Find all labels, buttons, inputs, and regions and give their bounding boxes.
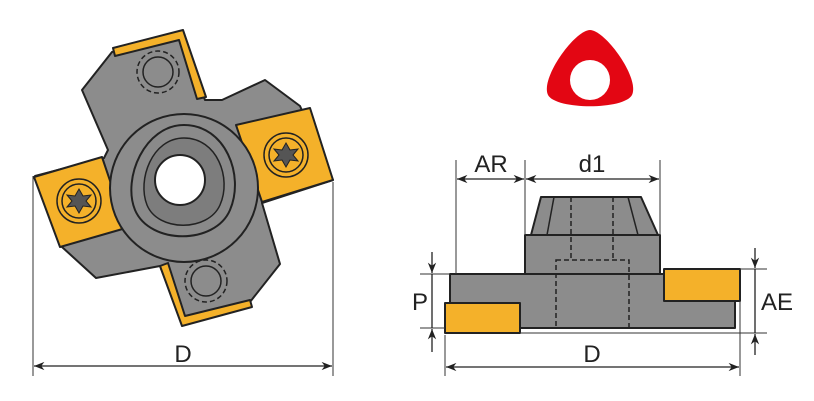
side-diameter-label: D [583, 341, 600, 368]
p-label: P [412, 289, 428, 316]
ar-label: AR [474, 151, 507, 178]
cutter-side-view: AR d1 P AE D [412, 151, 793, 376]
bore-hidden-line [555, 259, 630, 329]
hub-block [524, 234, 661, 275]
center-bore [154, 154, 206, 206]
torx-screw-icon [56, 178, 102, 224]
insert-top [112, 29, 207, 100]
d1-label: d1 [579, 151, 606, 178]
insert-right-side [663, 268, 741, 302]
torx-screw-icon [263, 132, 309, 178]
ae-label: AE [761, 289, 793, 316]
insert-bottom [159, 262, 253, 327]
bolt-circle-top [136, 50, 180, 94]
diameter-label: D [174, 341, 191, 368]
insert-left-side [444, 302, 521, 334]
cutter-top-view: D [32, 29, 334, 376]
reuleaux-triangle-ring-icon [546, 30, 634, 107]
bolt-circle-bottom [184, 259, 228, 303]
